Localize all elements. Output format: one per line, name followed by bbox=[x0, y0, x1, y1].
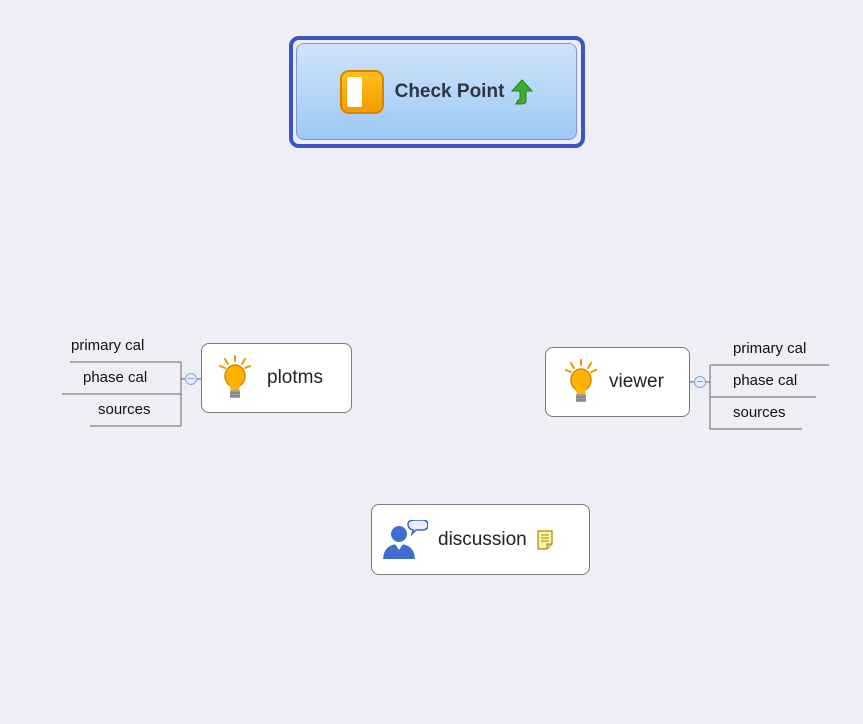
task-half-complete-icon bbox=[339, 69, 385, 115]
subtopic-sources[interactable]: sources bbox=[733, 404, 786, 421]
lightbulb-icon bbox=[219, 355, 251, 401]
subtopic-primary-cal[interactable]: primary cal bbox=[71, 337, 145, 354]
priority-up-arrow-icon bbox=[510, 78, 534, 105]
subtopic-sources[interactable]: sources bbox=[98, 401, 151, 418]
collapse-toggle-plotms[interactable]: – bbox=[185, 373, 197, 385]
topic-label: viewer bbox=[609, 371, 664, 392]
subtopic-phase-cal[interactable]: phase cal bbox=[733, 372, 798, 389]
topic-viewer[interactable]: viewer bbox=[545, 347, 690, 417]
topic-label: plotms bbox=[267, 367, 323, 388]
note-icon[interactable] bbox=[537, 529, 553, 550]
topic-plotms[interactable]: plotms bbox=[201, 343, 352, 413]
subtopic-phase-cal[interactable]: phase cal bbox=[83, 369, 148, 386]
person-speech-icon bbox=[382, 518, 429, 560]
topic-discussion[interactable]: discussion bbox=[371, 504, 590, 575]
topic-label: discussion bbox=[438, 528, 527, 550]
collapse-toggle-viewer[interactable]: – bbox=[694, 376, 706, 388]
central-topic-label: Check Point bbox=[394, 80, 505, 102]
subtopic-primary-cal[interactable]: primary cal bbox=[733, 340, 807, 357]
central-topic[interactable]: Check Point bbox=[296, 43, 577, 140]
lightbulb-icon bbox=[565, 359, 597, 405]
